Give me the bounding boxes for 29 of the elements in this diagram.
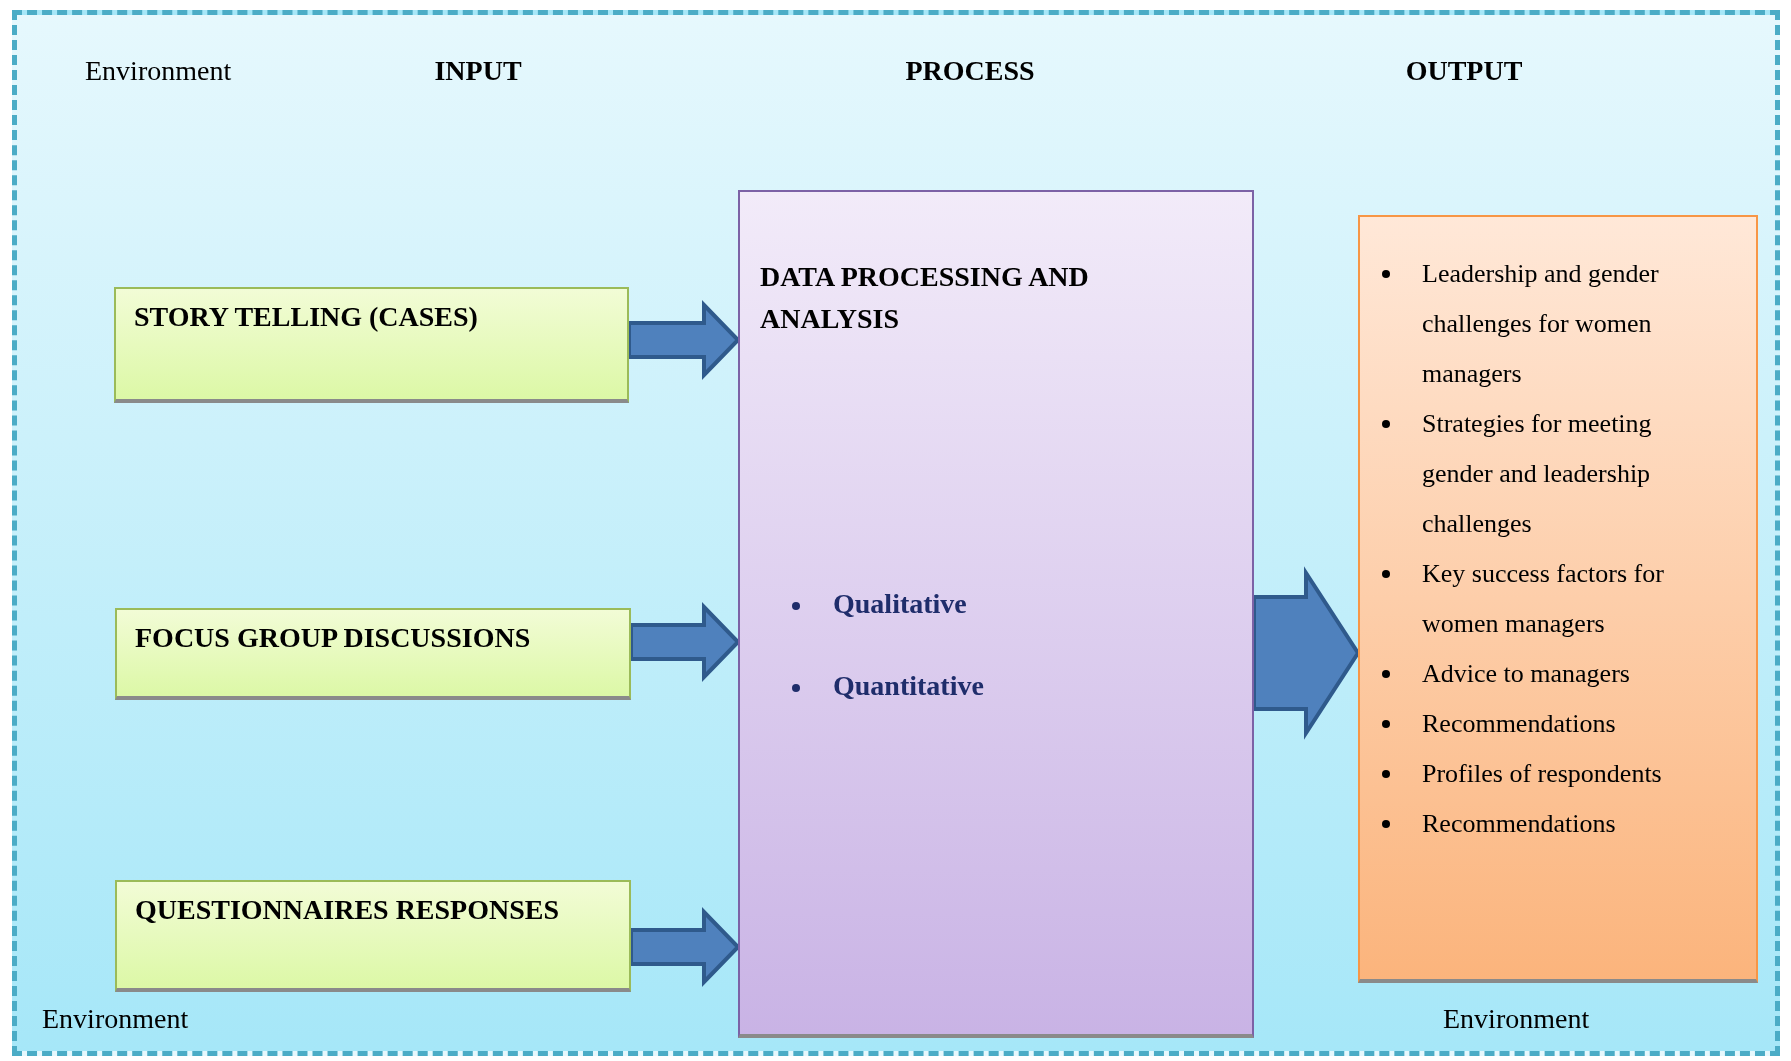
dashed-frame xyxy=(12,10,1780,1056)
column-heading: OUTPUT xyxy=(1405,55,1523,87)
output-item: Advice to managers xyxy=(1422,658,1631,690)
output-item: Strategies for meeting gender and leadership challenges xyxy=(1422,408,1653,540)
block-arrow xyxy=(627,300,741,380)
input-box xyxy=(115,608,631,700)
output-item: Profiles of respondents xyxy=(1422,758,1663,790)
output-item: Recommendations xyxy=(1422,808,1617,840)
environment-label: Environment xyxy=(42,1003,189,1035)
process-box xyxy=(738,190,1254,1038)
block-arrow xyxy=(629,907,741,987)
column-heading: INPUT xyxy=(434,55,522,87)
output-box xyxy=(1358,215,1758,983)
process-heading: DATA PROCESSING AND ANALYSIS xyxy=(760,260,1090,336)
input-label: FOCUS GROUP DISCUSSIONS xyxy=(135,622,532,654)
environment-label: Environment xyxy=(85,55,232,87)
output-item: Leadership and gender challenges for women managers xyxy=(1422,258,1660,390)
input-label: STORY TELLING (CASES) xyxy=(134,301,479,333)
method-text: Qualitative xyxy=(833,588,967,620)
input-box xyxy=(114,287,629,403)
input-label: QUESTIONNAIRES RESPONSES xyxy=(135,894,561,926)
block-arrow xyxy=(1252,566,1361,740)
block-arrow xyxy=(629,602,741,682)
environment-label: Environment xyxy=(1443,1003,1590,1035)
column-heading: PROCESS xyxy=(905,55,1035,87)
output-item: Recommendations xyxy=(1422,708,1617,740)
method-text: Quantitative xyxy=(833,670,984,702)
input-box xyxy=(115,880,631,992)
output-item: Key success factors for women managers xyxy=(1422,558,1665,640)
